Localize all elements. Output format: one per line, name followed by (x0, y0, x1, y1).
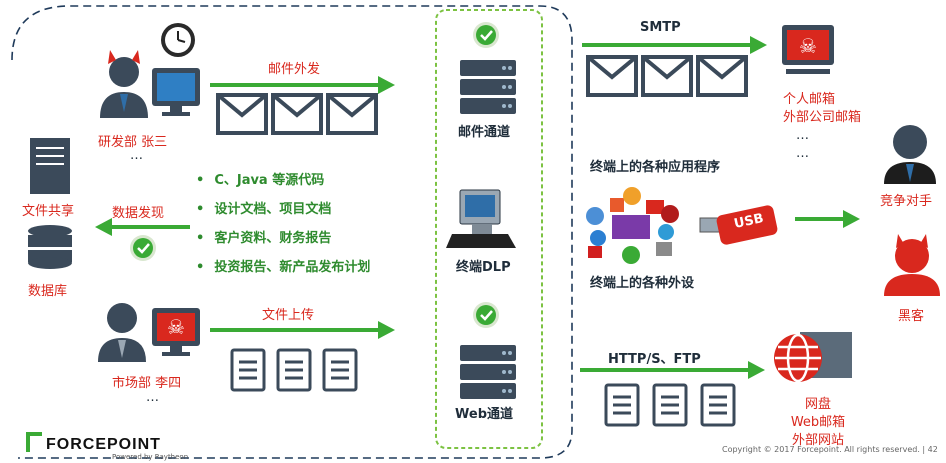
forcepoint-logo: FORCEPOINT (46, 436, 161, 453)
usb-arrow-shaft (795, 217, 845, 221)
email-envelopes (216, 93, 378, 135)
competitor-icon (884, 125, 936, 184)
monitor-icon (152, 68, 200, 116)
person-icon (98, 303, 146, 362)
hacker-devil-icon (884, 234, 940, 296)
discovery-arrow-shaft (110, 225, 190, 229)
infected-monitor-icon: ☠ (782, 25, 834, 74)
web-server-icon (460, 345, 516, 399)
list-item: 客户资料、财务报告 (196, 224, 370, 253)
http-ftp-label: HTTP/S、FTP (608, 352, 701, 367)
endpoint-pc-icon (446, 189, 516, 248)
competitor-label: 竞争对手 (880, 194, 933, 209)
email-out-arrow-head (378, 76, 395, 94)
clock-icon (161, 23, 195, 57)
application-icons (586, 187, 679, 264)
smtp-arrow-shaft (582, 43, 752, 47)
internal-boundary (11, 5, 573, 459)
http-arrow-head (748, 361, 765, 379)
netdisk-label: 网盘 (804, 397, 831, 412)
endpoint-dlp-label: 终端DLP (456, 260, 511, 275)
list-item: C、Java 等源代码 (196, 166, 370, 195)
ellipsis: … (796, 128, 809, 143)
ellipsis: … (796, 146, 809, 161)
infected-monitor-icon: ☠ (152, 308, 200, 356)
svg-text:☠: ☠ (167, 315, 185, 339)
external-site-label: 外部网站 (791, 433, 844, 448)
smtp-label: SMTP (640, 20, 681, 35)
smtp-envelopes (586, 55, 748, 97)
mail-server-icon (460, 60, 516, 114)
http-arrow-shaft (580, 368, 750, 372)
list-item: 设计文档、项目文档 (196, 195, 370, 224)
endpoint-apps-label: 终端上的各种应用程序 (590, 160, 721, 175)
web-globe-icon (774, 332, 852, 383)
hacker-label: 黑客 (898, 309, 925, 324)
check-icon (130, 235, 156, 261)
file-server-icon (30, 138, 70, 194)
forcepoint-logo-mark-icon (26, 432, 42, 452)
dlp-channel-box (435, 9, 543, 449)
discovery-label: 数据发现 (112, 206, 165, 221)
discovery-arrow-head (95, 218, 112, 236)
usb-arrow-head (843, 210, 860, 228)
external-corp-mail-label: 外部公司邮箱 (783, 110, 862, 125)
document-icons (230, 348, 736, 427)
database-icon (28, 225, 72, 269)
smtp-arrow-head (750, 36, 767, 54)
email-out-label: 邮件外发 (268, 62, 321, 77)
dev-ellipsis: … (130, 148, 143, 163)
sensitive-data-list: C、Java 等源代码 设计文档、项目文档 客户资料、财务报告 投资报告、新产品… (196, 166, 370, 282)
forcepoint-logo-sub: Powered by Raytheon (112, 453, 189, 461)
check-icon (473, 302, 499, 328)
web-mail-label: Web邮箱 (790, 415, 846, 430)
file-upload-label: 文件上传 (262, 308, 315, 323)
endpoint-devices-label: 终端上的各种外设 (590, 276, 695, 291)
personal-mail-label: 个人邮箱 (783, 92, 836, 107)
upload-arrow-shaft (210, 328, 380, 332)
web-channel-label: Web通道 (455, 407, 513, 422)
upload-arrow-head (378, 321, 395, 339)
database-label: 数据库 (28, 284, 68, 299)
marketing-person-label: 市场部 李四 (112, 376, 182, 391)
usb-drive-icon (699, 205, 778, 245)
copyright-text: Copyright © 2017 Forcepoint. All rights … (722, 445, 920, 454)
dev-person-label: 研发部 张三 (98, 135, 168, 150)
marketing-ellipsis: … (146, 390, 159, 405)
devil-person-icon (100, 50, 148, 118)
check-icon (473, 22, 499, 48)
mail-channel-label: 邮件通道 (458, 125, 511, 140)
page-number: 42 (927, 445, 938, 454)
email-out-arrow-shaft (210, 83, 380, 87)
svg-text:☠: ☠ (799, 34, 817, 58)
fileshare-label: 文件共享 (22, 204, 75, 219)
list-item: 投资报告、新产品发布计划 (196, 253, 370, 282)
copyright: Copyright © 2017 Forcepoint. All rights … (722, 445, 938, 454)
